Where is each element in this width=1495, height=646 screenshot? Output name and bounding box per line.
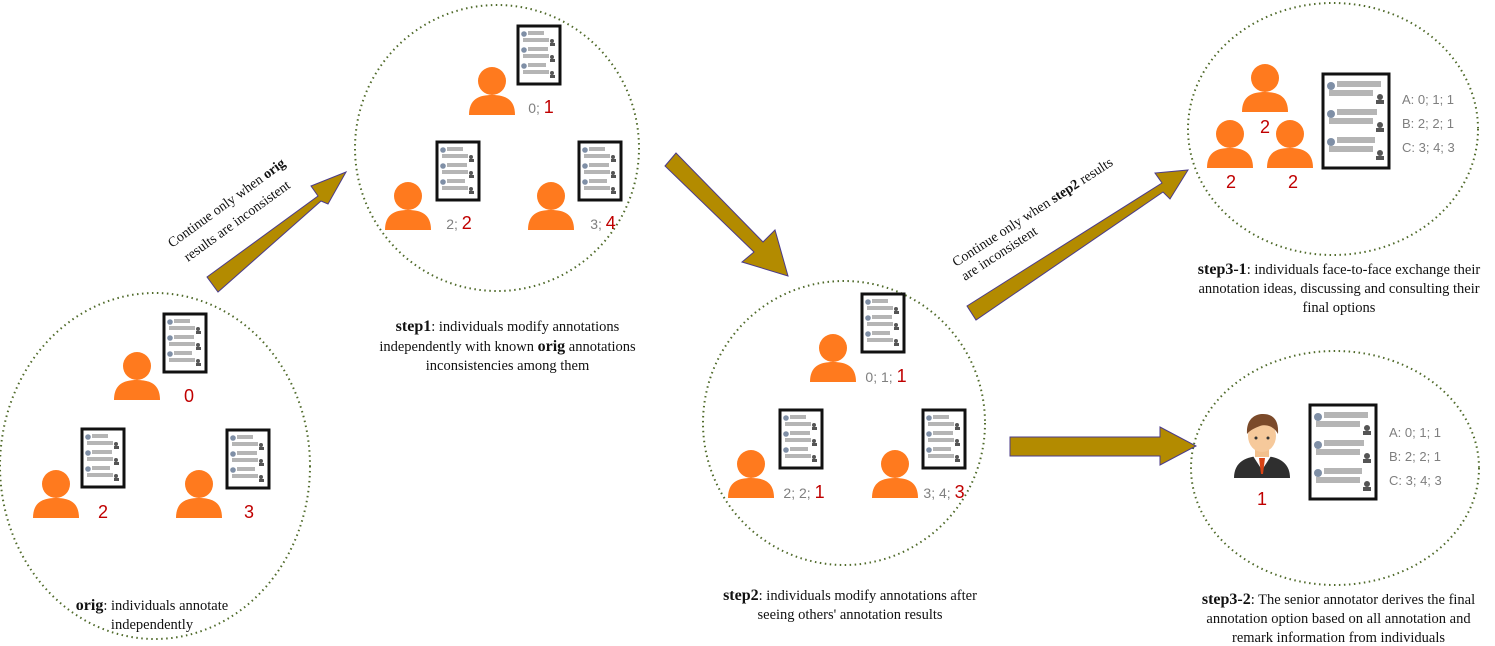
person-icon — [1267, 120, 1313, 168]
step1-top-label: 0; 1 — [528, 97, 554, 117]
step3-1-person-label: 2 — [1226, 172, 1236, 192]
person-icon — [728, 450, 774, 498]
person-icon — [385, 182, 431, 230]
annotation-document-icon — [921, 408, 967, 470]
annotation-document-icon — [860, 292, 906, 354]
annotation-document-icon — [435, 140, 481, 202]
step2-right-label: 3; 4; 3 — [923, 482, 964, 502]
orig-circle — [0, 292, 311, 640]
person-icon — [1207, 120, 1253, 168]
orig-top-label: 0 — [184, 386, 194, 406]
step1-circle — [354, 4, 640, 292]
arrow-step2-to-step3-2 — [1009, 426, 1198, 466]
step1-caption: step1: individuals modify annotations in… — [379, 318, 636, 374]
step1-left-label: 2; 2 — [446, 213, 472, 233]
step3-1-option: B: 2; 2; 1 — [1402, 116, 1454, 131]
annotation-document-icon — [778, 408, 824, 470]
person-icon — [114, 352, 160, 400]
step2-circle — [702, 280, 986, 566]
step3-2-option: A: 0; 1; 1 — [1389, 425, 1441, 440]
annotation-document-icon — [577, 140, 623, 202]
person-icon — [872, 450, 918, 498]
step3-1-person-label: 2 — [1288, 172, 1298, 192]
step3-1-caption: step3-1: individuals face-to-face exchan… — [1197, 261, 1481, 316]
annotation-document-icon — [225, 428, 271, 490]
step2-group: 0; 1; 1 2; 2; 1 3; 4; 3 — [728, 292, 967, 502]
step3-2-option: B: 2; 2; 1 — [1389, 449, 1441, 464]
step3-1-group: 2 2 2 A: 0; 1; 1 B: 2; 2; 1 C: 3; 4; 3 — [1207, 64, 1455, 192]
step3-2-option: C: 3; 4; 3 — [1389, 473, 1442, 488]
person-icon — [1242, 64, 1288, 112]
annotation-document-icon — [1321, 72, 1391, 170]
step3-2-group: 1 A: 0; 1; 1 B: 2; 2; 1 C: 3; 4; 3 — [1234, 403, 1442, 509]
person-icon — [176, 470, 222, 518]
senior-annotator-label: 1 — [1257, 489, 1267, 509]
step1-group: 0; 1 2; 2 3; 4 — [385, 24, 623, 233]
annotation-document-icon — [162, 312, 208, 374]
step3-2-circle — [1190, 350, 1480, 586]
annotation-document-icon — [1308, 403, 1378, 501]
annotation-document-icon — [516, 24, 562, 86]
arrow-orig-to-step1 — [206, 171, 348, 293]
person-icon — [810, 334, 856, 382]
senior-annotator-icon — [1234, 414, 1290, 478]
step3-1-person-label: 2 — [1260, 117, 1270, 137]
arrow-label-step2-line1: Continue only when step2 results — [950, 155, 1116, 270]
step3-1-option: C: 3; 4; 3 — [1402, 140, 1455, 155]
person-icon — [469, 67, 515, 115]
step2-caption: step2: individuals modify annotations af… — [723, 587, 977, 623]
person-icon — [528, 182, 574, 230]
step2-top-label: 0; 1; 1 — [865, 366, 906, 386]
step3-2-caption: step3-2: The senior annotator derives th… — [1201, 591, 1476, 646]
step2-left-label: 2; 2; 1 — [783, 482, 824, 502]
step3-1-circle — [1187, 2, 1479, 256]
arrow-step1-to-step2 — [664, 152, 789, 277]
step3-1-option: A: 0; 1; 1 — [1402, 92, 1454, 107]
step1-right-label: 3; 4 — [590, 213, 616, 233]
person-icon — [33, 470, 79, 518]
arrow-step2-to-step3-1 — [966, 169, 1189, 321]
orig-right-label: 3 — [244, 502, 254, 522]
orig-group: 0 2 3 — [33, 312, 271, 522]
orig-left-label: 2 — [98, 502, 108, 522]
orig-caption: orig: individuals annotate independently — [75, 597, 229, 633]
annotation-document-icon — [80, 427, 126, 489]
